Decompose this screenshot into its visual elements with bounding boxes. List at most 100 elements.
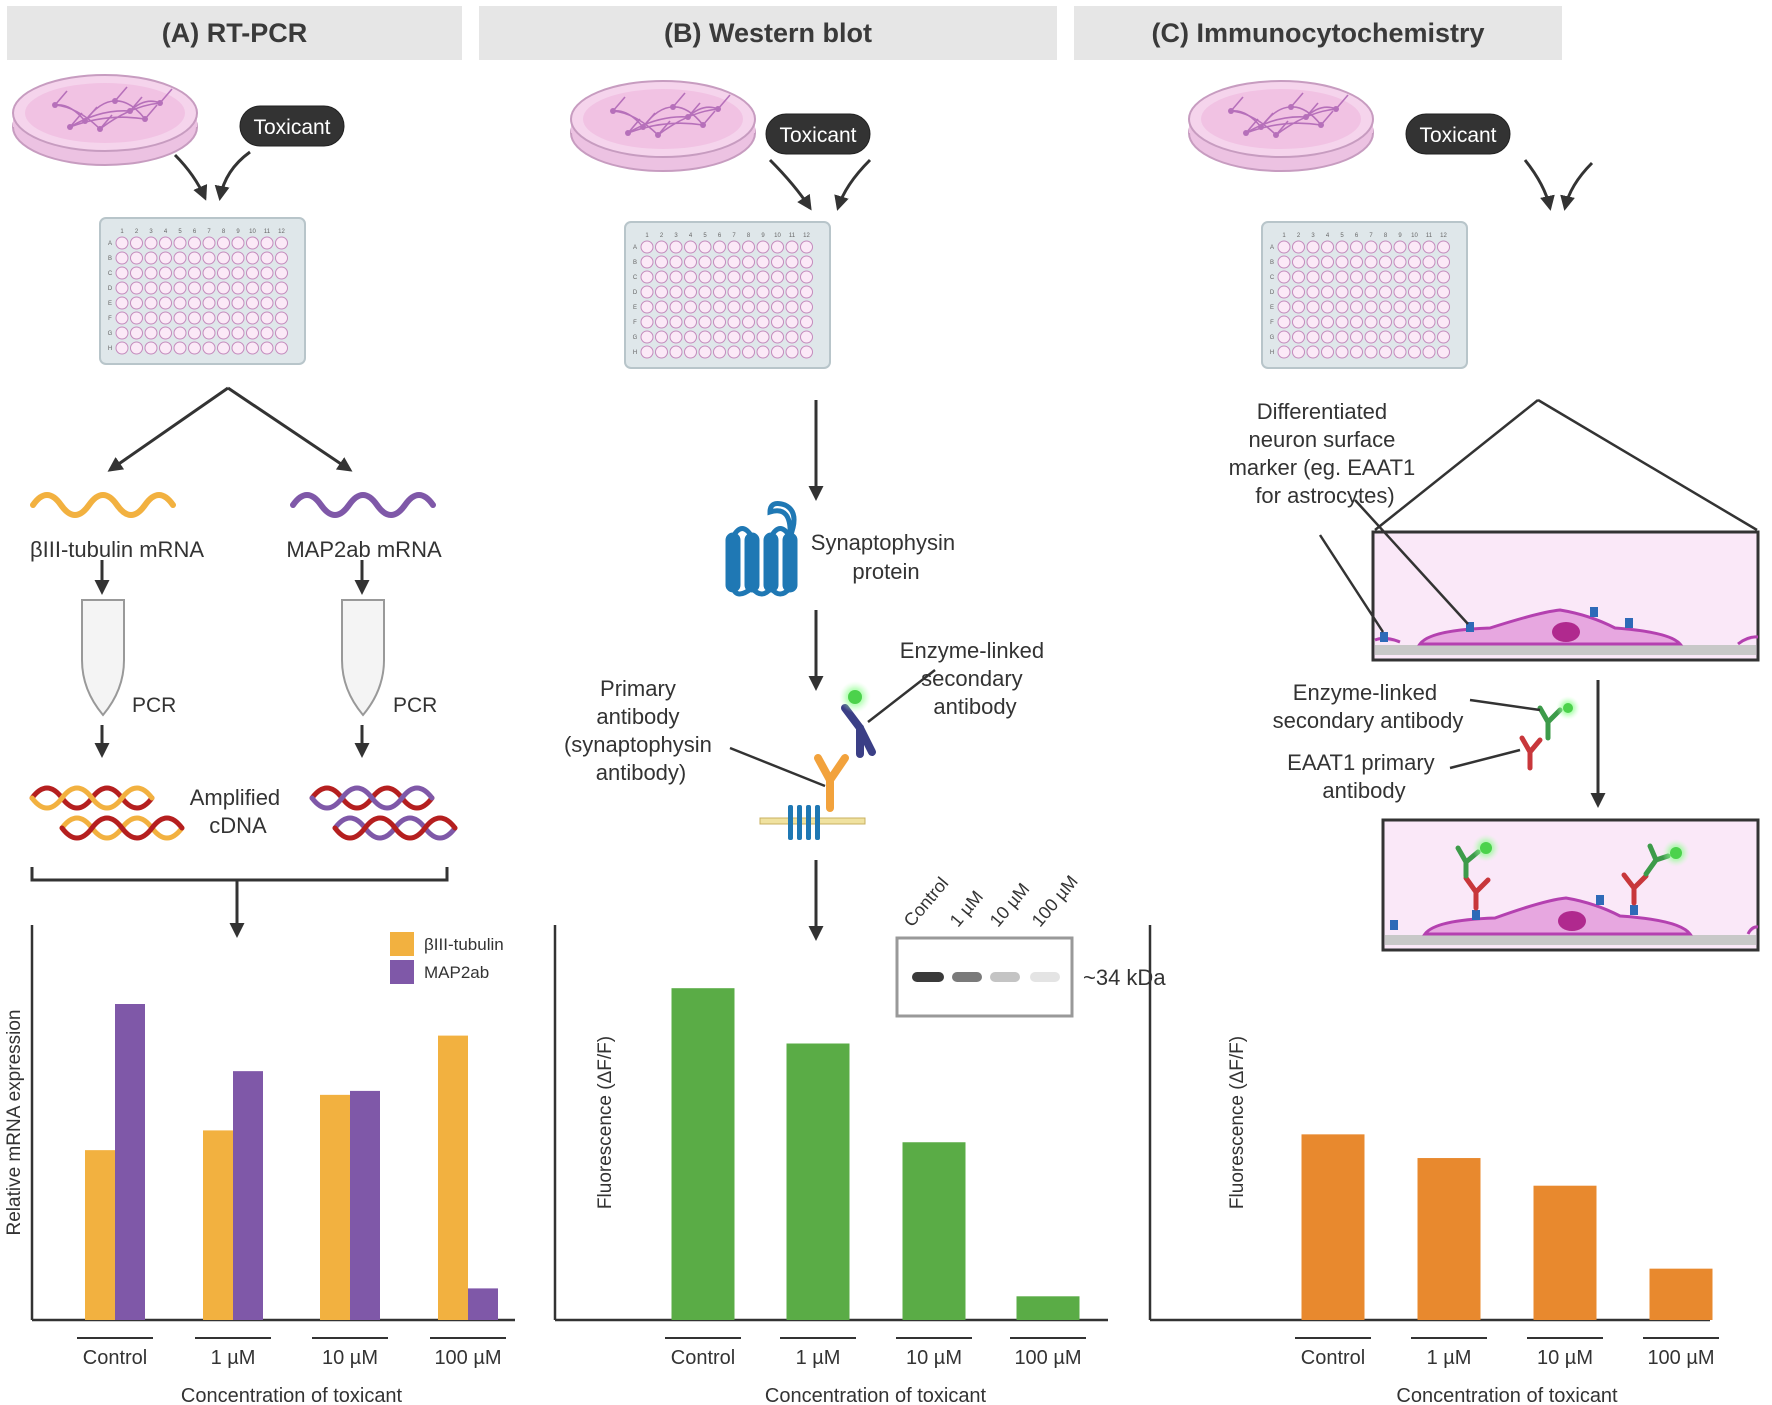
icc-primary-antibody-icon [1519,735,1543,771]
svg-text:2: 2 [660,233,664,239]
panel-a-title: (A) RT-PCR [161,17,308,48]
svg-text:6: 6 [1355,233,1359,239]
tick-label: 1 µM [796,1347,841,1369]
bar-series-10 µM [1533,1185,1597,1320]
marker-pointer-1 [1318,534,1385,633]
blot-lane-100um: 100 µM [1028,871,1082,930]
legend-swatch [390,960,414,984]
svg-text:8: 8 [1384,233,1388,239]
svg-text:H: H [1270,350,1274,356]
svg-text:5: 5 [703,233,707,239]
primary-antibody-icon [814,754,849,812]
marker-pointer-2 [1354,499,1469,625]
svg-text:11: 11 [264,229,271,235]
tick-label: Control [671,1347,735,1369]
toxicant-badge: Toxicant [1405,113,1511,155]
svg-text:G: G [108,331,113,337]
svg-text:7: 7 [1369,233,1373,239]
svg-text:G: G [1270,335,1275,341]
cell-substrate [1375,645,1756,655]
synaptophysin-protein-icon [725,501,798,597]
panel-b-title: (B) Western blot [664,17,872,48]
western-primary-line-2: antibody [596,704,679,729]
bar-βIII-tubulin-Control [85,1150,115,1320]
zoom-line-right [1537,398,1758,532]
svg-text:4: 4 [1326,233,1330,239]
blot-lane-control: Control [900,873,953,930]
svg-text:D: D [633,290,638,296]
x-axis-label: Concentration of toxicant [1396,1385,1618,1405]
marker-line-1: Differentiated [1257,399,1387,424]
panel-a-flow [30,150,449,938]
y-axis-label: Relative mRNA expression [4,1010,25,1236]
amplified-line-1: Amplified [190,785,280,810]
svg-text:3: 3 [149,229,153,235]
svg-text:E: E [1270,305,1274,311]
svg-text:12: 12 [278,229,285,235]
toxicant-badge: Toxicant [765,113,871,155]
x-axis-label: Concentration of toxicant [765,1385,987,1405]
synaptophysin-label: Synaptophysin protein [811,530,961,584]
tick-label: 10 µM [1537,1347,1593,1369]
svg-text:A: A [1270,245,1274,251]
toxicant-label: Toxicant [1419,124,1496,147]
bound-secondary-antibody-icons [1455,843,1671,879]
primary-pointer [729,746,826,788]
western-secondary-label: Enzyme-linked secondary antibody [900,638,1050,719]
bar-βIII-tubulin-100 µM [438,1035,468,1320]
svg-text:6: 6 [193,229,197,235]
marker-line-2: neuron surface [1249,427,1396,452]
nucleus-icon [1552,622,1580,642]
icc-secondary-line-2: secondary antibody [1273,708,1464,733]
bar-series-100 µM [1016,1296,1080,1320]
western-primary-line-3: (synaptophysin [564,732,712,757]
western-secondary-line-2: secondary [921,666,1023,691]
zoom-line-left [1374,399,1539,531]
svg-text:F: F [108,316,112,322]
icc-primary-line-2: antibody [1322,778,1405,803]
blot-band-1um [952,972,982,982]
western-secondary-line-3: antibody [933,694,1016,719]
svg-text:2: 2 [1297,233,1301,239]
toxicant-label: Toxicant [253,116,330,139]
western-antibody-complex [729,669,936,840]
svg-text:10: 10 [774,233,781,239]
svg-text:C: C [108,271,113,277]
blot-band-10um [990,972,1020,982]
svg-text:1: 1 [120,229,124,235]
stained-cell-view [1381,818,1760,952]
icc-primary-label: EAAT1 primary antibody [1287,750,1441,803]
bar-MAP2ab-100 µM [468,1288,498,1320]
svg-text:E: E [108,301,112,307]
tick-label: 100 µM [434,1347,501,1369]
toxicant-label: Toxicant [779,124,856,147]
bar-βIII-tubulin-1 µM [203,1130,233,1320]
svg-text:9: 9 [761,233,765,239]
marker-line-4: for astrocytes) [1255,483,1394,508]
svg-text:D: D [108,286,113,292]
tubulin-mrna-icon [30,492,176,518]
icc-antibody-legend [1449,696,1580,771]
svg-text:11: 11 [789,233,796,239]
icc-primary-line-1: EAAT1 primary [1287,750,1435,775]
stained-marker-icon [1596,895,1604,905]
svg-text:F: F [633,320,637,326]
western-primary-line-1: Primary [600,676,676,701]
marker-line-3: marker (eg. EAAT1 [1229,455,1416,480]
bound-synaptophysin-icon [788,805,820,840]
tick-label: 1 µM [1427,1347,1472,1369]
amplified-line-2: cDNA [209,813,267,838]
pcr-tube-left-icon [81,599,125,717]
y-axis-label: Fluorescence (ΔF/F) [1227,1036,1248,1209]
svg-text:G: G [633,335,638,341]
bar-charts: Control 1 µM 10 µM 100 µM Concentration of t… [4,925,1719,1405]
eaat1-marker-icon [1590,607,1598,617]
pcr-label-right: PCR [393,694,437,717]
bar-series-1 µM [786,1043,850,1320]
bar-MAP2ab-1 µM [233,1071,263,1320]
svg-text:11: 11 [1426,233,1433,239]
